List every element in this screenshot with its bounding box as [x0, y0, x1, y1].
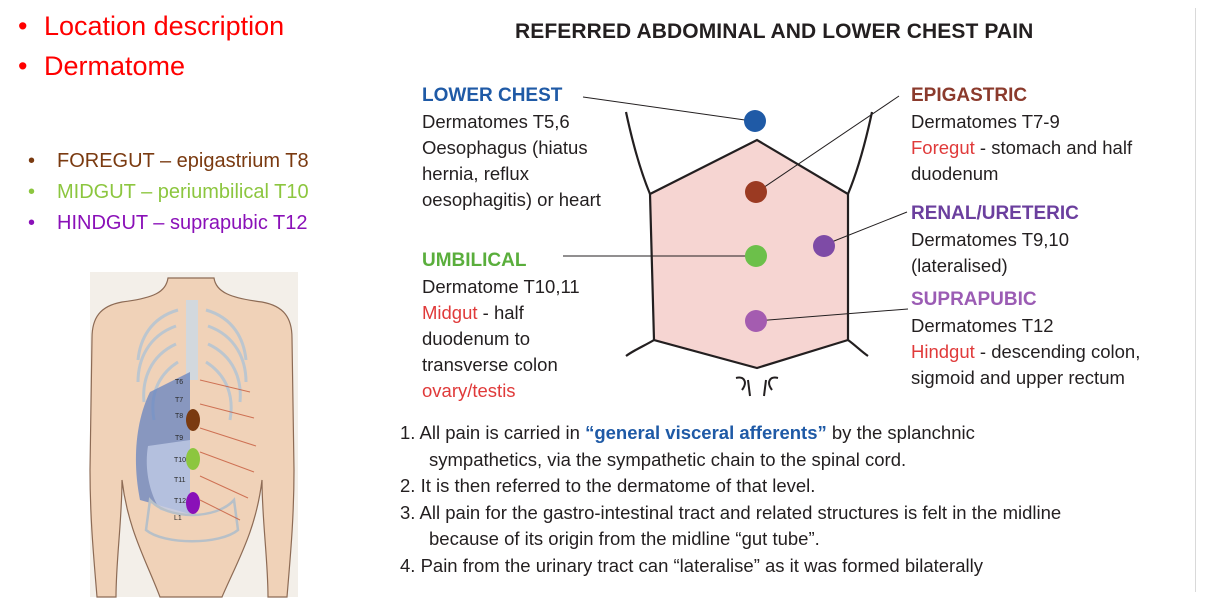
vertebra-label: T7 — [175, 397, 183, 404]
renal-line: Dermatomes T9,10 — [911, 229, 1069, 250]
dot-suprapubic — [745, 310, 767, 332]
dot-umbilical — [745, 245, 767, 267]
lower-chest-line: Oesophagus (hiatus — [422, 137, 588, 158]
dermatome-band-midgut — [146, 440, 190, 516]
renal-line: (lateralised) — [911, 255, 1008, 276]
abdomen-diagram — [563, 95, 909, 397]
note-4: 4. Pain from the urinary tract can “late… — [400, 554, 983, 576]
vertebra-label: T6 — [175, 379, 183, 386]
note-1-cont: sympathetics, via the sympathetic chain … — [429, 448, 907, 470]
suprapubic-line: sigmoid and upper rectum — [911, 367, 1125, 388]
right-chest-line — [846, 111, 874, 195]
leader-lines — [563, 95, 909, 322]
renal-heading: RENAL/URETERIC — [911, 203, 1079, 224]
umbilical-line: transverse colon — [422, 354, 558, 375]
umbilical-line: duodenum to — [422, 328, 531, 349]
umbilical-line-rest: - half — [477, 302, 524, 323]
dot-lower-chest — [744, 110, 766, 132]
lower-chest-heading: LOWER CHEST — [422, 85, 563, 106]
sternum — [186, 300, 198, 380]
epigastric-line: Foregut - stomach and half — [911, 135, 1132, 161]
vertebra-label: T12 — [174, 498, 186, 505]
umbilical-line: Dermatome T10,11 — [422, 276, 580, 297]
note-1-text: 1. All pain is carried in — [400, 422, 586, 443]
label-lower-chest: LOWER CHEST Dermatomes T5,6 Oesophagus (… — [422, 83, 601, 213]
vertebra-label: T9 — [175, 435, 183, 442]
bullet-dermatome: Dermatome — [18, 46, 284, 86]
umbilical-heading: UMBILICAL — [422, 250, 527, 271]
hindgut-term: Hindgut — [911, 341, 975, 362]
label-renal-ureteric: RENAL/URETERIC Dermatomes T9,10 (lateral… — [911, 201, 1079, 279]
suprapubic-heading: SUPRAPUBIC — [911, 289, 1037, 310]
suprapubic-line: Hindgut - descending colon, — [911, 339, 1140, 365]
bullet-foregut: FOREGUT – epigastrium T8 — [28, 146, 309, 177]
foregut-dot — [186, 409, 200, 431]
midgut-dot — [186, 448, 200, 470]
label-suprapubic: SUPRAPUBIC Dermatomes T12 Hindgut - desc… — [911, 287, 1140, 391]
note-2: 2. It is then referred to the dermatome … — [400, 475, 816, 496]
dot-epigastric — [745, 181, 767, 203]
note-1: 1. All pain is carried in “general visce… — [400, 420, 1061, 447]
umbilical-line: Midgut - half — [422, 300, 580, 326]
notes-list: 1. All pain is carried in “general visce… — [400, 420, 1061, 579]
vertebra-label: T11 — [174, 477, 186, 484]
epigastric-heading: EPIGASTRIC — [911, 85, 1028, 106]
bullet-location-description: Location description — [18, 6, 284, 46]
bullet-hindgut: HINDGUT – suprapubic T12 — [28, 208, 309, 239]
right-leg-line — [847, 339, 869, 357]
nerve-lines — [199, 379, 257, 521]
torso-figure: T6 T7 T8 T9 T10 T11 T12 L1 — [89, 272, 298, 598]
suprapubic-line-rest: - descending colon, — [974, 341, 1141, 362]
epigastric-line: duodenum — [911, 163, 999, 184]
note-1-text: by the splanchnic — [826, 422, 975, 443]
bullet-midgut: MIDGUT – periumbilical T10 — [28, 177, 309, 208]
umbilical-line: ovary/testis — [422, 380, 516, 401]
left-leg-line — [625, 339, 655, 357]
note-3: 3. All pain for the gastro-intestinal tr… — [400, 501, 1062, 523]
lower-chest-line: hernia, reflux — [422, 163, 529, 184]
right-divider — [1195, 8, 1196, 592]
dot-renal — [813, 235, 835, 257]
pelvis — [144, 497, 240, 543]
vertebra-label: T8 — [175, 413, 183, 420]
foregut-term: Foregut — [911, 137, 975, 158]
label-umbilical: UMBILICAL Dermatome T10,11 Midgut - half… — [422, 248, 580, 404]
vertebra-label: T10 — [174, 457, 186, 464]
note-3-cont: because of its origin from the midline “… — [429, 528, 820, 549]
lower-chest-line: oesophagitis) or heart — [422, 189, 601, 210]
vertebra-label: L1 — [174, 515, 182, 522]
left-chest-line — [624, 111, 652, 195]
midgut-term: Midgut — [422, 302, 478, 323]
page-title: REFERRED ABDOMINAL AND LOWER CHEST PAIN — [515, 20, 1034, 43]
general-visceral-afferents-term: “general visceral afferents” — [585, 422, 827, 443]
suprapubic-line: Dermatomes T12 — [911, 315, 1054, 336]
lower-chest-line: Dermatomes T5,6 — [422, 111, 570, 132]
pubic-mark — [735, 376, 779, 397]
hindgut-dot — [186, 492, 200, 514]
gut-bullets: FOREGUT – epigastrium T8 MIDGUT – perium… — [28, 146, 309, 239]
ribcage — [136, 308, 248, 421]
topic-bullets: Location description Dermatome — [18, 6, 284, 86]
label-epigastric: EPIGASTRIC Dermatomes T7-9 Foregut - sto… — [911, 83, 1132, 187]
epigastric-line: Dermatomes T7-9 — [911, 111, 1060, 132]
epigastric-line-rest: - stomach and half — [974, 137, 1133, 158]
